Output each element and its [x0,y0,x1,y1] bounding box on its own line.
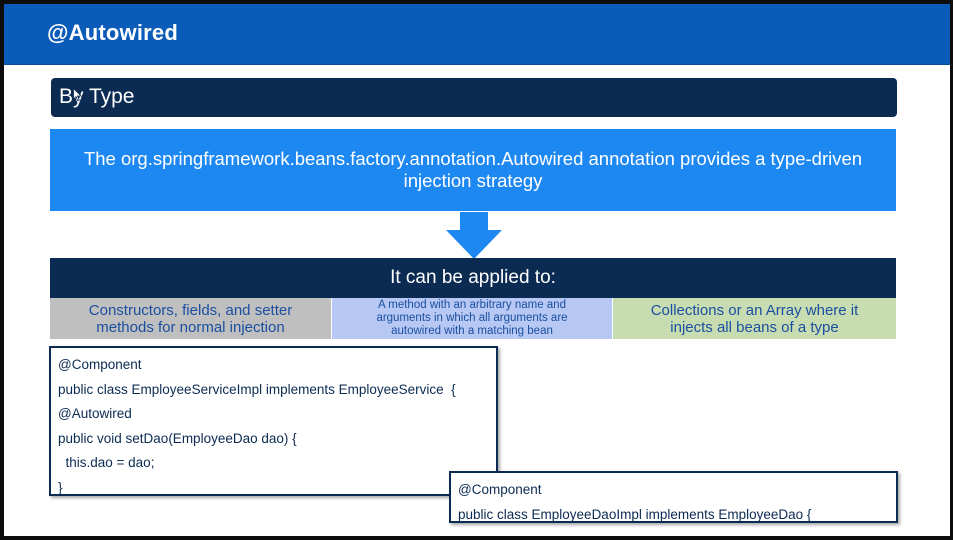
down-arrow-icon [444,212,504,265]
code-line: public class EmployeeServiceImpl impleme… [58,381,456,397]
applied-item-collections: Collections or an Array where it injects… [613,298,896,339]
code-line: @Component [458,482,542,497]
title-bar: @Autowired [4,4,950,65]
code-line: public void setDao(EmployeeDao dao) { [58,430,297,446]
code-line: public class EmployeeDaoImpl implements … [458,506,812,522]
slide: @Autowired By Type The org.springframewo… [4,4,950,536]
code-line: this.dao = dao; [58,455,155,471]
applied-item-text: Constructors, fields, and setter methods… [88,301,293,336]
description-text: The org.springframework.beans.factory.an… [83,148,863,191]
applied-header: It can be applied to: [50,258,896,298]
subtitle-text: By Type [59,85,135,108]
applied-item-text: A method with an arbitrary name and argu… [376,299,568,337]
code-line: } [58,479,63,495]
code-block-dao: @Component public class EmployeeDaoImpl … [449,471,898,523]
code-line: @Component [58,357,142,372]
description-box: The org.springframework.beans.factory.an… [50,129,896,211]
applied-items-row: Constructors, fields, and setter methods… [50,298,896,339]
applied-header-text: It can be applied to: [390,267,556,288]
code-line: @Autowired [58,406,132,422]
applied-item-text: Collections or an Array where it injects… [650,301,859,336]
applied-item-constructors: Constructors, fields, and setter methods… [50,298,332,339]
applied-item-method: A method with an arbitrary name and argu… [332,298,613,339]
code-block-service: @Component public class EmployeeServiceI… [49,346,498,496]
slide-title: @Autowired [47,20,179,45]
subtitle-bar: By Type [51,78,897,117]
